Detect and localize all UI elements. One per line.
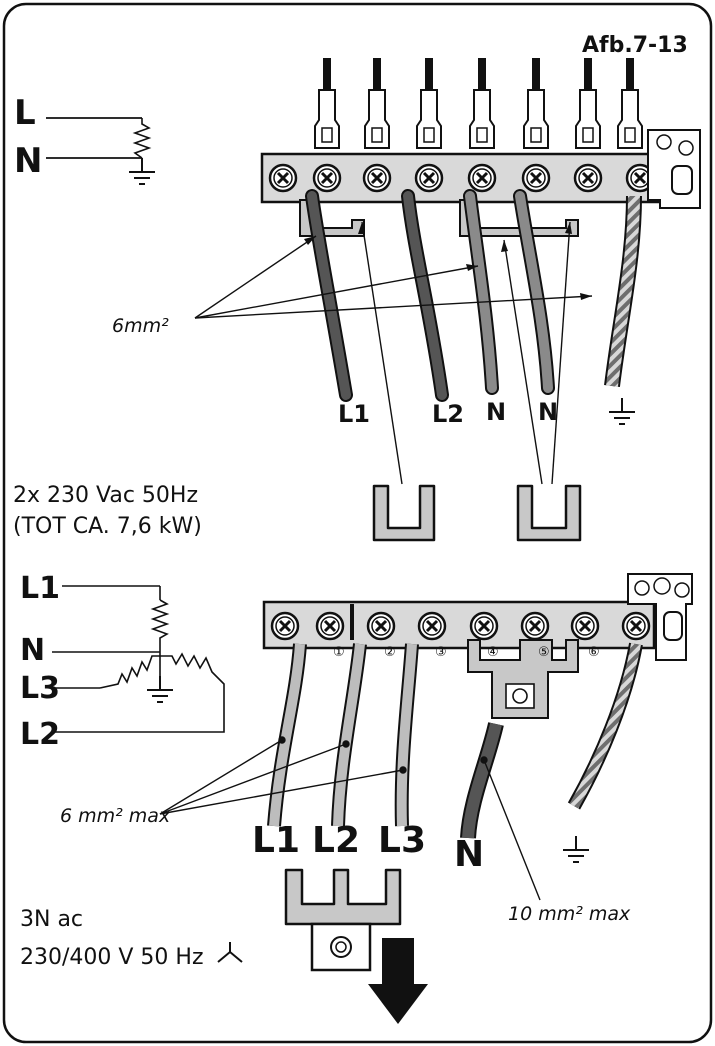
bottom-three-phase-schematic: L1 N L3 L2: [20, 571, 225, 752]
svg-text:③: ③: [435, 645, 447, 660]
top-label-l2: L2: [432, 400, 464, 428]
bottom-label-l1: L1: [252, 820, 300, 861]
svg-text:②: ②: [384, 645, 396, 660]
down-arrow-icon: [368, 938, 428, 1024]
bottom-loose-bracket: [284, 868, 402, 972]
bottom-label-l3: L3: [378, 820, 426, 861]
top-label-l1: L1: [338, 400, 370, 428]
top-single-phase-schematic: L N: [14, 93, 156, 185]
bottom-phase-wire-size: 6 mm² max: [60, 805, 171, 827]
bottom-supply-line2: 230/400 V 50 Hz: [20, 945, 204, 970]
svg-text:④: ④: [487, 645, 499, 660]
bottom-label-l2: L2: [312, 820, 360, 861]
top-supply-line1: 2x 230 Vac 50Hz: [13, 483, 198, 508]
schematic-label-n: N: [14, 141, 42, 181]
svg-text:⑤: ⑤: [538, 645, 550, 660]
bottom-wire-labels: L1 L2 L3 N: [252, 820, 590, 875]
bottom-wires: [267, 642, 643, 839]
schematic-label-n: N: [20, 633, 45, 668]
top-wire-labels: L1 L2 N N: [338, 397, 636, 428]
svg-text:⑥: ⑥: [588, 645, 600, 660]
schematic-label-l2: L2: [20, 717, 60, 752]
top-supply-line2: (TOT CA. 7,6 kW): [13, 514, 202, 539]
svg-text:①: ①: [333, 645, 345, 660]
schematic-label-l3: L3: [20, 671, 60, 706]
schematic-label-l1: L1: [20, 571, 60, 606]
top-label-n1: N: [486, 398, 506, 426]
figure-label: Afb.7-13: [582, 33, 688, 58]
schematic-label-l: L: [14, 93, 36, 133]
terminal-numbers: ① ② ③ ④ ⑤ ⑥: [333, 645, 600, 660]
bottom-neutral-wire-size: 10 mm² max: [508, 903, 631, 925]
bottom-annotation-arrows: [159, 736, 541, 901]
bottom-supply-line1: 3N ac: [20, 907, 83, 932]
bottom-terminal-block: [262, 573, 693, 719]
resistor-icon: [132, 118, 152, 159]
top-terminal-block: [260, 57, 701, 237]
top-wire-size-label: 6mm²: [112, 315, 169, 337]
top-label-n2: N: [538, 398, 558, 426]
star-connection-icon: [217, 942, 243, 963]
bottom-label-n: N: [454, 834, 484, 875]
top-wires: [305, 189, 642, 402]
top-loose-brackets: [372, 484, 582, 542]
top-annotation-arrows: [194, 221, 593, 485]
